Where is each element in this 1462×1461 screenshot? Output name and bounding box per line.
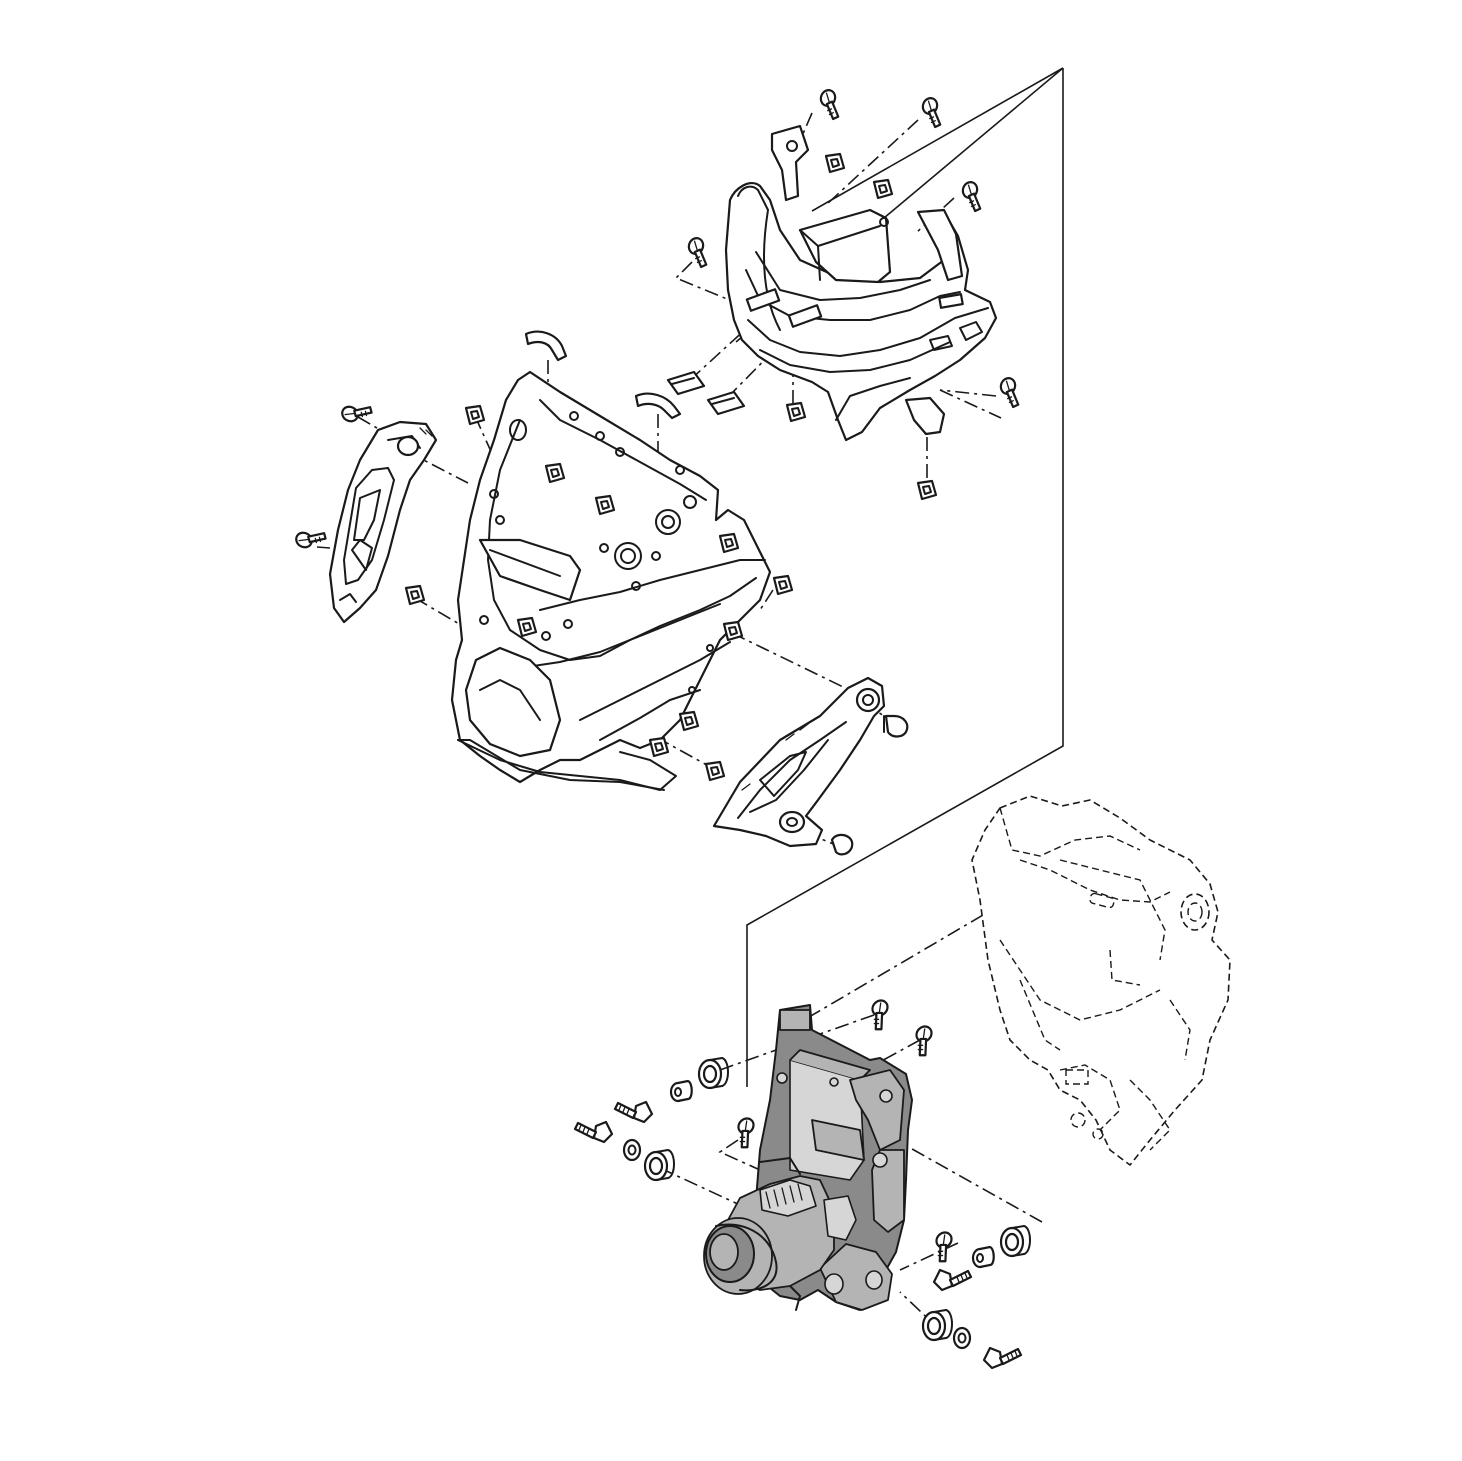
- clip-nut-icon: [772, 574, 794, 596]
- screw-icon: [814, 86, 847, 122]
- rivet-icon: [830, 833, 854, 856]
- right-side-trim-panel: [712, 676, 886, 848]
- clip-nut-icon: [785, 401, 807, 423]
- clip-nut-icon: [916, 479, 938, 501]
- screw-icon: [956, 178, 989, 214]
- front-cowl-outer-panel: [450, 370, 772, 791]
- screw-icon: [338, 395, 375, 431]
- rivet-icon: [883, 714, 909, 738]
- clip-nut-icon: [872, 178, 894, 200]
- clip-nut-icon: [404, 584, 426, 606]
- headlight-assembly: [703, 1004, 913, 1311]
- left-side-trim-panel: [328, 420, 438, 624]
- grommet-icon: [921, 1308, 954, 1342]
- washer-icon: [622, 1138, 642, 1162]
- clip-nut-icon: [704, 760, 726, 782]
- frame-head-pipe: [971, 795, 1231, 1166]
- screw-icon: [916, 94, 949, 130]
- rubber-strip-icon: [524, 330, 682, 420]
- screw-icon: [925, 1228, 963, 1266]
- grommet-icon: [643, 1148, 676, 1182]
- clip-nut-icon: [516, 616, 538, 638]
- screw-icon: [905, 1022, 943, 1060]
- grommet-icon: [999, 1224, 1032, 1258]
- clip-nut-icon: [678, 710, 700, 732]
- clip-nut-icon: [594, 494, 616, 516]
- screw-icon: [292, 521, 329, 557]
- screw-icon: [994, 374, 1027, 410]
- screw-icon: [861, 996, 899, 1034]
- collar-icon: [669, 1079, 693, 1103]
- washer-icon: [952, 1326, 972, 1350]
- grommet-icon: [697, 1056, 730, 1090]
- clip-nut-icon: [722, 620, 744, 642]
- bolt-icon: [932, 1268, 973, 1292]
- bolt-icon: [613, 1100, 654, 1124]
- screw-icon: [682, 234, 715, 270]
- clip-nut-icon: [718, 532, 740, 554]
- clip-nut-icon: [648, 736, 670, 758]
- screw-icon: [727, 1114, 765, 1152]
- clip-nut-icon: [464, 404, 486, 426]
- bolt-icon: [573, 1120, 614, 1144]
- bolt-icon: [982, 1346, 1023, 1370]
- collar-icon: [971, 1245, 995, 1269]
- damper-icon: [666, 370, 746, 416]
- front-cowl-inner-frame: [724, 124, 998, 442]
- clip-nut-icon: [824, 152, 846, 174]
- cowl-fasteners: [292, 86, 1027, 856]
- clip-nut-icon: [544, 462, 566, 484]
